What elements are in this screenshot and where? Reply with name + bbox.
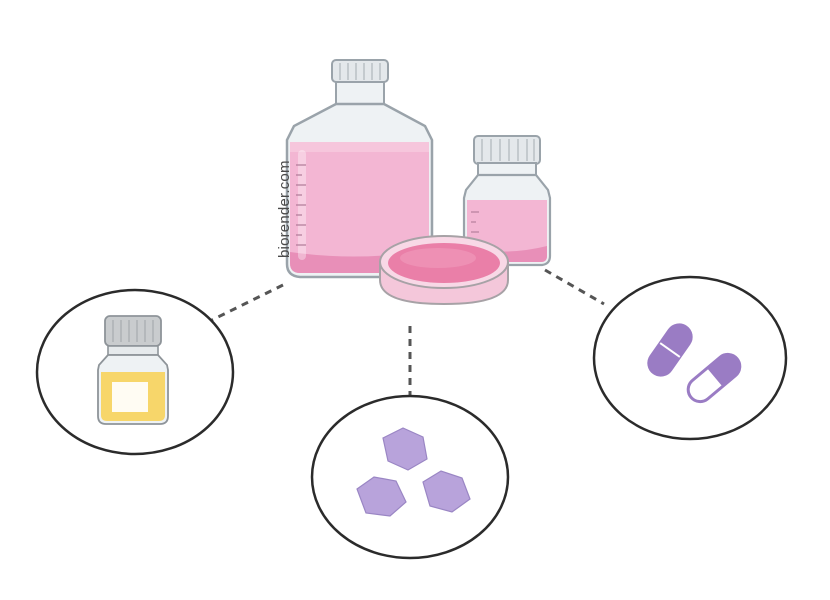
serum-bottle-icon [97,315,169,425]
capsule-pills-icon [647,323,742,404]
connectors [211,268,605,396]
circle-right [592,275,788,441]
biorender-watermark: biorender.com [276,160,293,258]
node-right [592,275,788,441]
circle-bottom [310,394,510,560]
node-bottom [310,394,510,560]
node-left [35,288,235,456]
connector-left [211,283,284,322]
hexagon-crystals-icon [356,427,471,517]
petri-dish-icon [379,235,509,306]
connector-right [544,268,605,306]
